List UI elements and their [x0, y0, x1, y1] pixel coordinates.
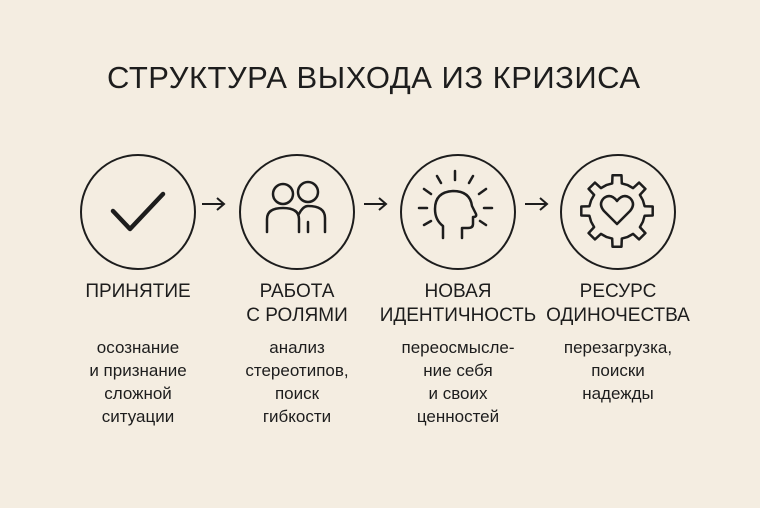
- step-description: переосмысле- ние себя и своих ценностей: [401, 338, 515, 426]
- two-people-icon: [265, 180, 327, 234]
- diagram-title: СТРУКТУРА ВЫХОДА ИЗ КРИЗИСА: [107, 60, 641, 95]
- step-description: осознание и признание сложной ситуации: [89, 338, 187, 426]
- head-with-rays-icon: [417, 169, 494, 240]
- checkmark-icon: [110, 191, 166, 232]
- arrow-right-icon: [200, 196, 228, 212]
- step-circle: [239, 154, 355, 270]
- step-label: НОВАЯ ИДЕНТИЧНОСТЬ: [379, 281, 537, 326]
- step-label: РЕСУРС ОДИНОЧЕСТВА: [546, 281, 690, 326]
- step-label: РАБОТА С РОЛЯМИ: [246, 281, 348, 326]
- step-description: анализ стереотипов, поиск гибкости: [245, 338, 349, 426]
- arrow-right-icon: [523, 196, 551, 212]
- step-circle: [80, 154, 196, 270]
- gear-heart-icon: [580, 174, 654, 248]
- step-label: ПРИНЯТИЕ: [85, 281, 191, 302]
- step-circle: [400, 154, 516, 270]
- arrow-right-icon: [362, 196, 390, 212]
- step-description: перезагрузка, поиски надежды: [563, 338, 673, 403]
- step-circle: [560, 154, 676, 270]
